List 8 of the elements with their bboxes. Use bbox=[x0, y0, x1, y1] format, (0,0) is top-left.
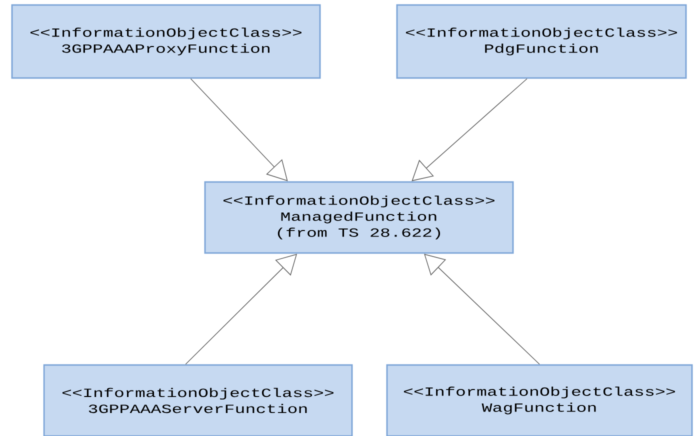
generalization-arrow bbox=[424, 254, 540, 365]
class-box: <<InformationObjectClass>> PdgFunction bbox=[396, 4, 687, 79]
class-box: <<InformationObjectClass>> 3GPPAAAServerFunction bbox=[43, 364, 353, 436]
class-box: <<InformationObjectClass>> ManagedFunction (from TS 28.622) bbox=[204, 181, 514, 254]
class-box: <<InformationObjectClass>> WagFunction bbox=[386, 364, 693, 436]
generalization-arrow bbox=[190, 78, 288, 182]
generalization-arrow bbox=[412, 78, 528, 182]
class-box: <<InformationObjectClass>> 3GPPAAAProxyFunction bbox=[11, 4, 321, 79]
